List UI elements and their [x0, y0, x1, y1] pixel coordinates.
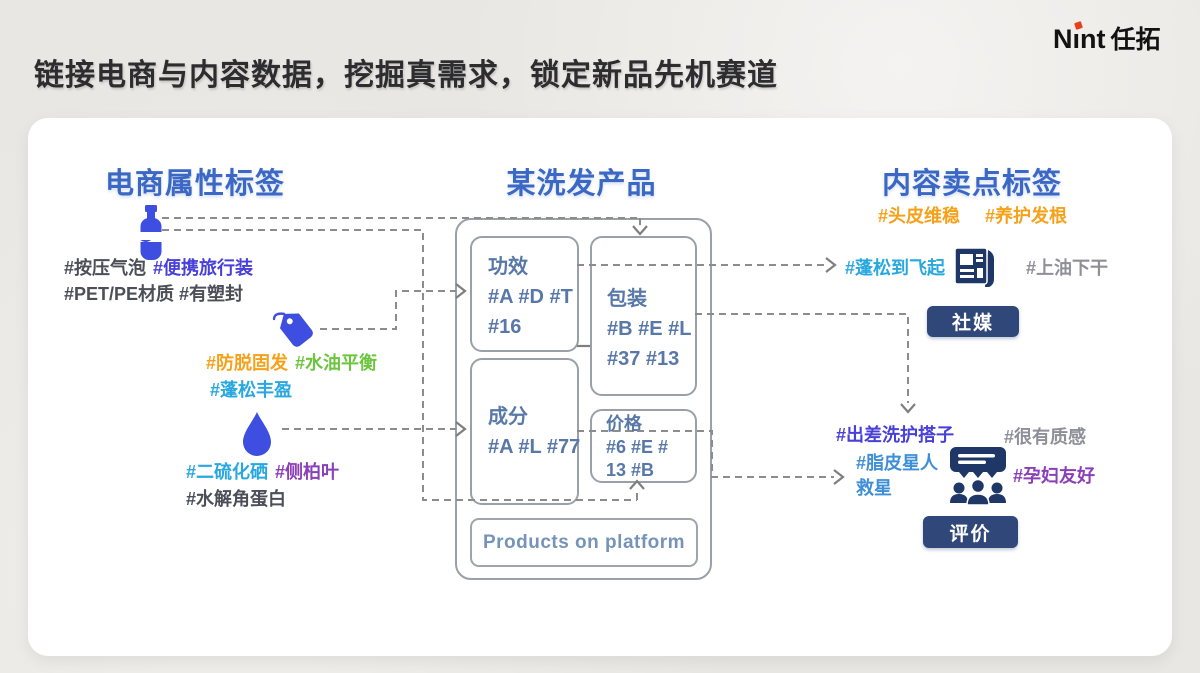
box-line: #B #E #L — [607, 318, 692, 340]
content-column-header: 内容卖点标签 — [881, 168, 1062, 200]
tag-text: #二硫化硒 — [186, 462, 269, 482]
page-title: 链接电商与内容数据，挖掘真需求，锁定新品先机赛道 — [34, 59, 778, 92]
box-line: 13 #B — [606, 460, 655, 480]
ecom-tag-line: #按压气泡 #便携旅行装 — [64, 257, 253, 279]
content-tag: #头皮维稳 — [878, 206, 961, 226]
content-tag: #养护发根 — [985, 206, 1068, 226]
product-box-ingredient: 成分 #A #L #77 — [470, 358, 581, 505]
product-column-header: 某洗发产品 — [506, 168, 657, 200]
price-tag-icon — [268, 302, 322, 354]
ecom-tag-line: #二硫化硒 #侧柏叶 — [186, 461, 339, 483]
tag-text: #防脱固发 — [206, 353, 289, 373]
tag-text: #侧柏叶 — [275, 462, 340, 482]
content-tag: #很有质感 — [1004, 427, 1087, 447]
content-tag: #上油下干 — [1026, 258, 1109, 278]
ecom-tag-line: #防脱固发 #水油平衡 — [206, 352, 377, 374]
ecom-tag-line: #水解角蛋白 — [186, 489, 287, 509]
box-line: #A #L #77 — [488, 436, 581, 458]
ecom-tag-line: #PET/PE材质 #有塑封 — [64, 284, 244, 304]
product-box-packaging: 包装 #B #E #L #37 #13 — [590, 236, 697, 396]
bottle-icon — [137, 205, 165, 261]
content-tag: #出差洗护搭子 — [836, 425, 955, 445]
box-title: 包装 — [607, 288, 647, 310]
box-title: 价格 — [606, 414, 642, 434]
social-media-badge: 社媒 — [927, 306, 1019, 337]
box-line: #A #D #T — [488, 286, 573, 308]
ecom-column-header: 电商属性标签 — [105, 168, 286, 200]
newspaper-icon — [952, 242, 998, 290]
tag-text: #水油平衡 — [295, 353, 378, 373]
tag-text: #便携旅行装 — [153, 258, 254, 278]
box-line: #37 #13 — [607, 348, 680, 370]
water-drop-icon — [240, 411, 274, 458]
logo-latin: Nınt — [1053, 24, 1106, 54]
box-line: #6 #E # — [606, 437, 669, 457]
box-title: 成分 — [488, 406, 528, 428]
content-tag: #孕妇友好 — [1013, 466, 1096, 486]
logo-cn: 任拓 — [1110, 26, 1161, 54]
content-tag: #脂皮星人 — [856, 453, 939, 473]
product-box-efficacy: 功效 #A #D #T #16 — [470, 236, 579, 352]
box-title: 功效 — [488, 256, 528, 278]
review-badge: 评价 — [923, 516, 1018, 548]
review-audience-icon — [944, 447, 1012, 509]
products-on-platform-box: Products on platform — [470, 518, 698, 567]
box-line: #16 — [488, 316, 522, 338]
product-box-price: 价格 #6 #E # 13 #B — [590, 409, 697, 483]
content-tag: 救星 — [856, 478, 892, 498]
tag-text: #按压气泡 — [64, 258, 147, 278]
content-tag: #蓬松到飞起 — [845, 258, 946, 278]
ecom-tag-line: #蓬松丰盈 — [210, 380, 293, 400]
